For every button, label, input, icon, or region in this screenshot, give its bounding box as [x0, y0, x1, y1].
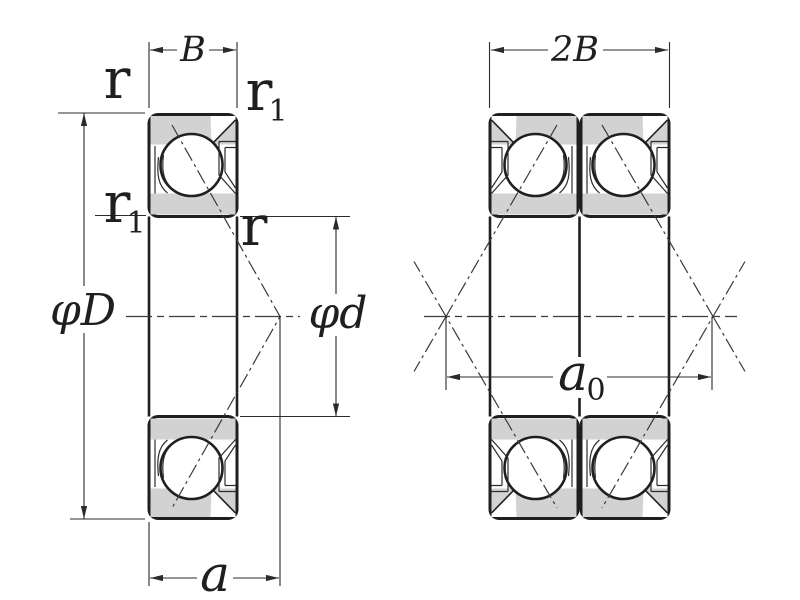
chamfer-r-mid-right-label: r — [241, 194, 268, 259]
chamfer-r1-mid-left-subscript: 1 — [126, 206, 145, 241]
duplex-bearing-view: 2B a 0 — [413, 30, 746, 520]
load-center-span-label: a — [558, 344, 588, 402]
single-bearing-view: B φD φd r r 1 r 1 r a — [50, 30, 368, 600]
contact-extension-left-down — [413, 316, 447, 372]
chamfer-r-top-left-label: r — [104, 47, 131, 112]
chamfer-r1-top-right-label: r — [246, 59, 273, 124]
contact-extension-right-down — [712, 316, 746, 372]
bore-diameter-label: φd — [309, 288, 368, 339]
bearing-section-top — [147, 113, 239, 218]
chamfer-r1-mid-left-label: r — [104, 171, 131, 236]
duplex-width-label: 2B — [550, 30, 599, 70]
load-center-label: a — [200, 545, 230, 600]
bearing-section-bottom — [147, 415, 239, 520]
load-center-span-subscript: 0 — [586, 373, 605, 408]
width-label: B — [179, 30, 206, 70]
outer-diameter-label: φD — [50, 285, 116, 336]
contact-extension-right-up — [712, 261, 746, 317]
chamfer-r1-top-right-subscript: 1 — [268, 94, 287, 129]
contact-extension-left-up — [413, 261, 447, 317]
